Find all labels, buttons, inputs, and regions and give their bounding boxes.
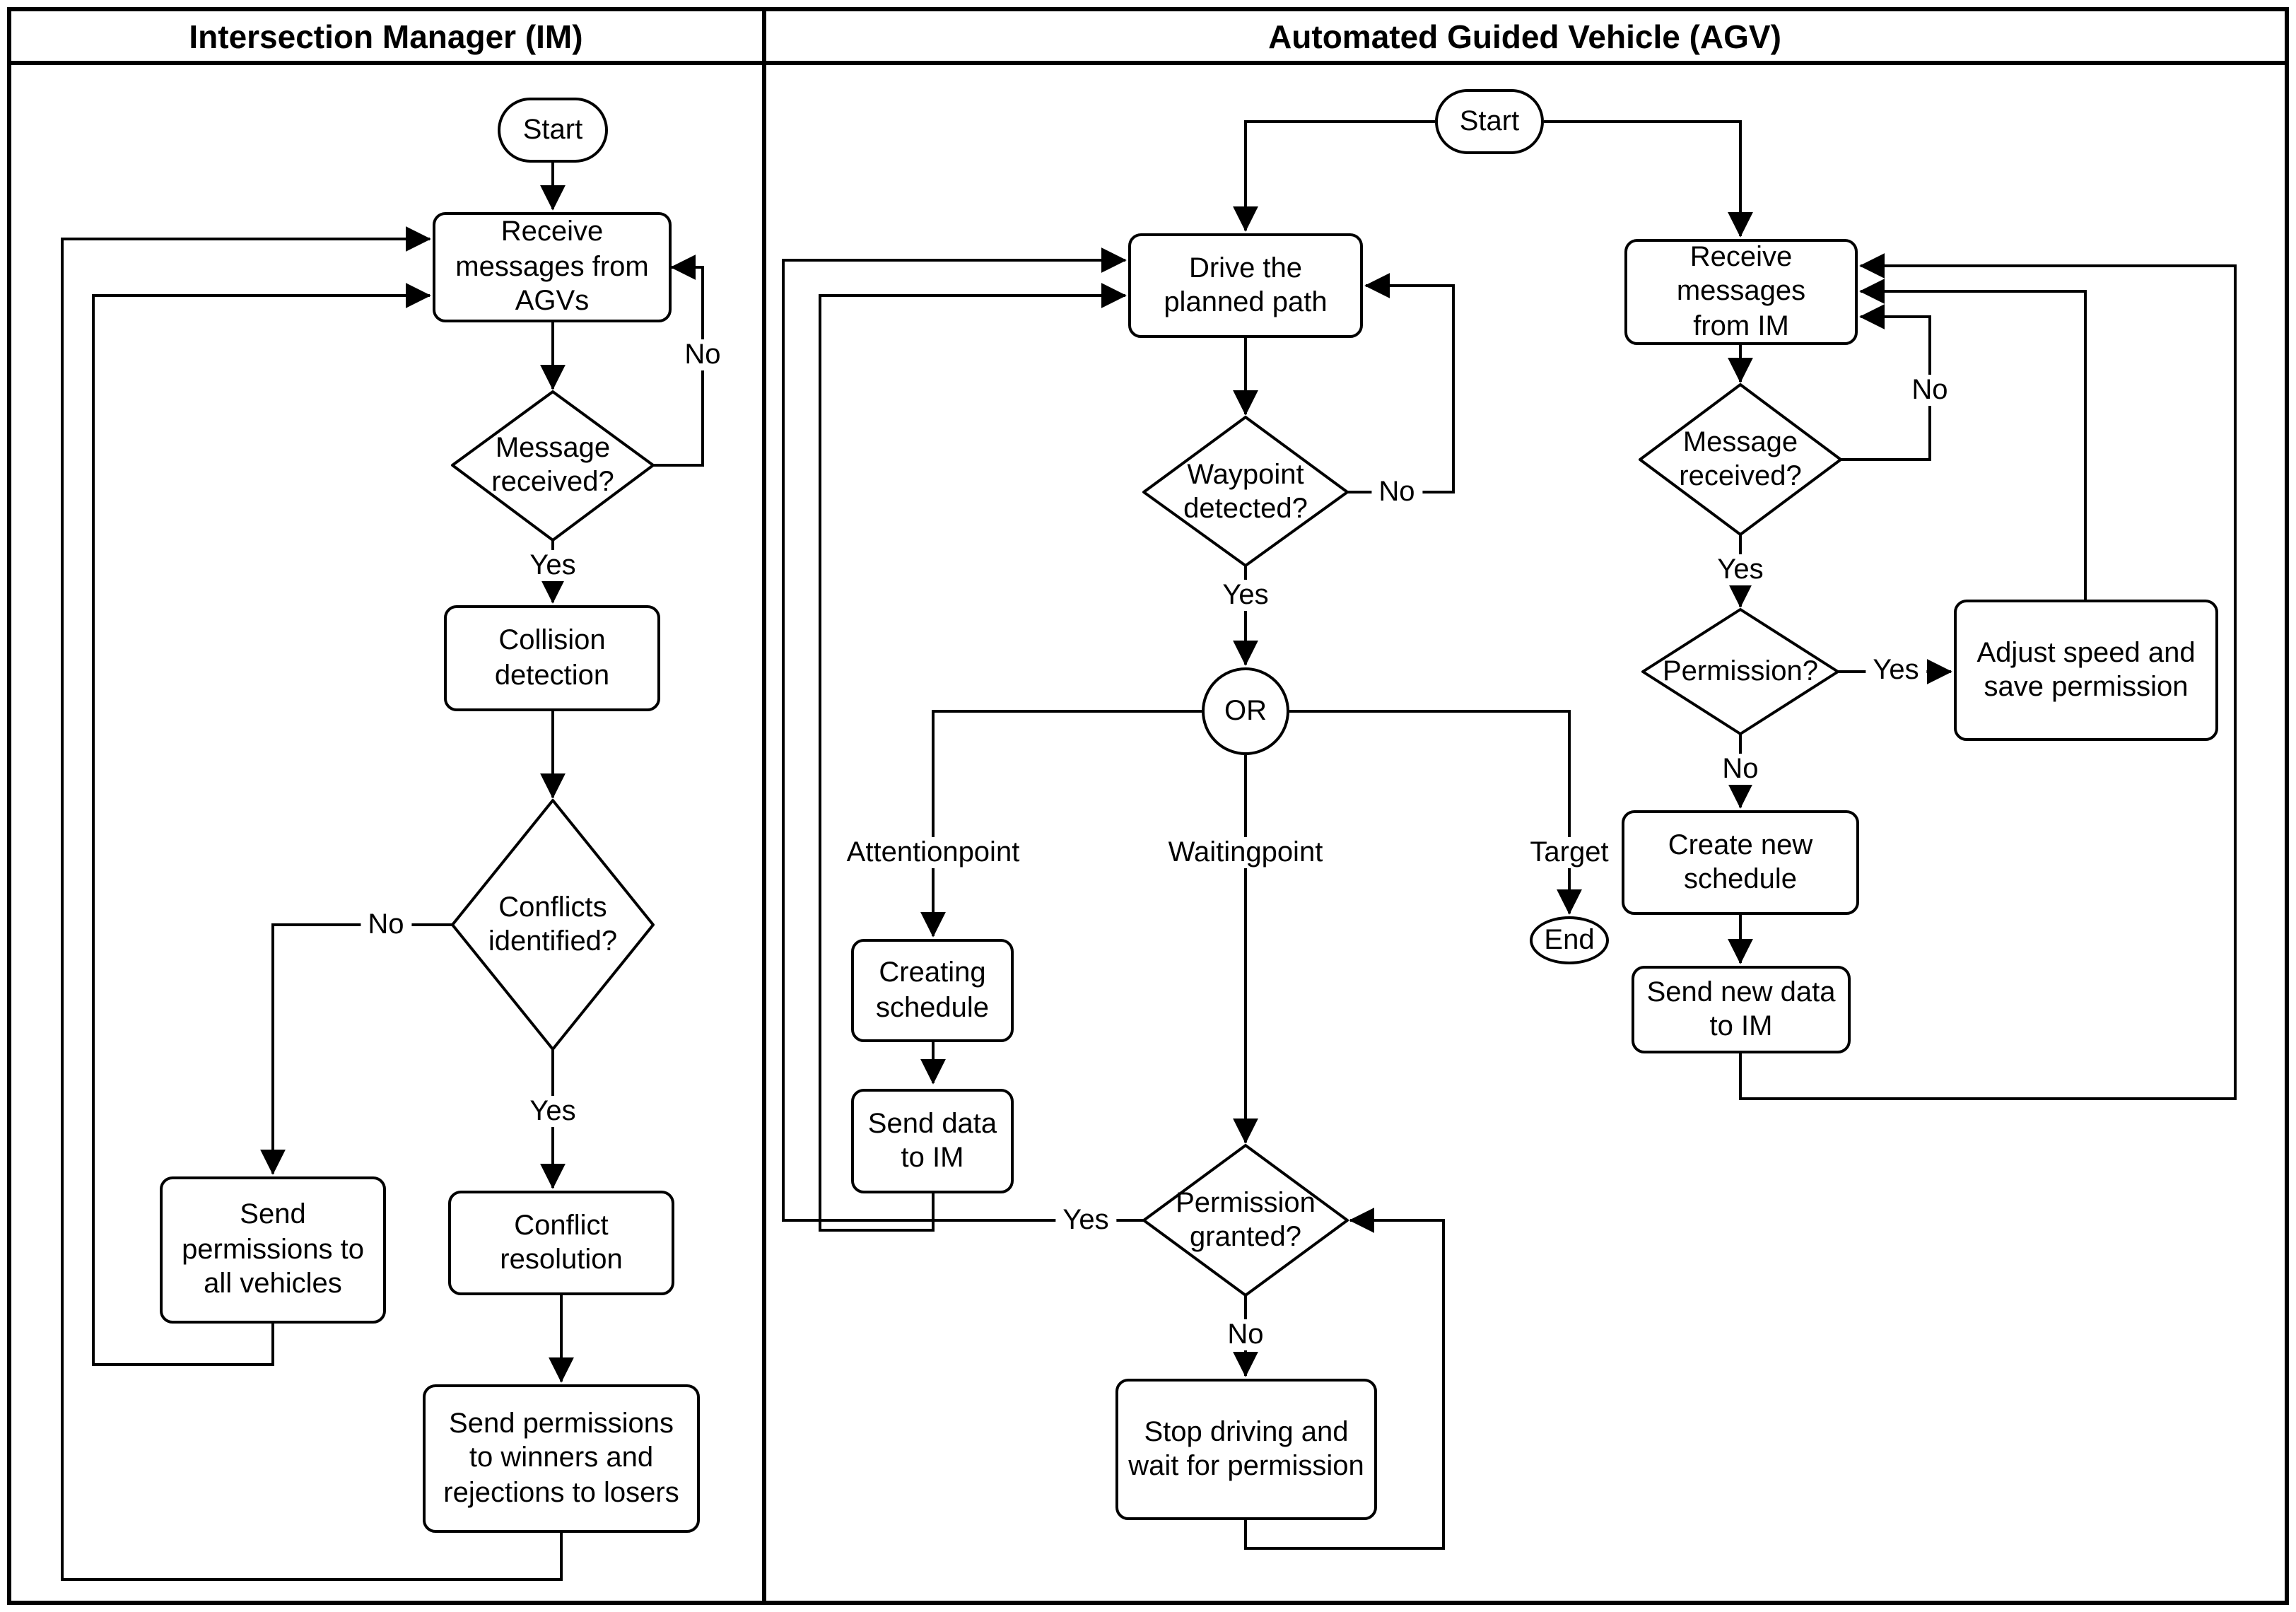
edge-agv-start-to-drive: [1233, 120, 1435, 232]
agv-attentionpoint-label: Attentionpoint: [839, 837, 1027, 868]
agv-message-yes-label: Yes: [1710, 554, 1771, 585]
im-conflict-resolution-node: Conflict resolution: [448, 1191, 674, 1295]
edge-agv-stop-loop: [1244, 1208, 1445, 1550]
agv-or-label: OR: [1224, 695, 1267, 727]
agv-permission-granted-diamond: [1142, 1144, 1349, 1297]
agv-end-node: End: [1530, 916, 1609, 964]
lane-header-im: Intersection Manager (IM): [11, 13, 761, 61]
agv-or-connector: OR: [1202, 667, 1289, 755]
im-message-yes-label: Yes: [522, 550, 583, 581]
edge-agv-waypoint-no-loop: [1347, 273, 1455, 493]
agv-creating-schedule-node: Creating schedule: [851, 939, 1014, 1042]
edge-im-send-all-loop: [92, 283, 431, 1366]
lane-header-im-title: Intersection Manager (IM): [189, 18, 583, 54]
agv-waypoint-detected-diamond: [1142, 416, 1349, 567]
im-send-permissions-winners-label: Send permissions to winners and rejectio…: [443, 1408, 679, 1509]
agv-permission-granted-label: Permission granted?: [1176, 1187, 1316, 1253]
agv-receive-messages-label: Receive messages from IM: [1676, 241, 1806, 342]
im-collision-detection-node: Collision detection: [444, 605, 660, 711]
agv-adjust-speed-node: Adjust speed and save permission: [1954, 600, 2218, 741]
agv-end-label: End: [1544, 924, 1595, 956]
edge-im-conflicts-no: [260, 923, 452, 1175]
im-send-permissions-all-label: Send permissions to all vehicles: [182, 1199, 364, 1300]
im-message-received-diamond: [451, 390, 655, 542]
edge-agv-granted-yes-loop: [782, 247, 1144, 1222]
agv-granted-no-label: No: [1220, 1319, 1271, 1350]
lane-header-agv: Automated Guided Vehicle (AGV): [766, 13, 2283, 61]
edge-agv-adjust-loop: [1859, 279, 2087, 600]
agv-send-new-data-label: Send new data to IM: [1646, 976, 1836, 1042]
im-conflicts-yes-label: Yes: [522, 1096, 583, 1127]
lane-header-agv-title: Automated Guided Vehicle (AGV): [1268, 18, 1781, 54]
im-receive-messages-node: Receive messages from AGVs: [433, 212, 672, 322]
agv-message-received-diamond: [1639, 383, 1842, 536]
im-conflicts-identified-diamond: [451, 799, 655, 1051]
agv-message-received-label: Message received?: [1679, 426, 1802, 492]
agv-message-no-label: No: [1904, 375, 1955, 406]
agv-create-new-schedule-node: Create new schedule: [1622, 810, 1859, 915]
agv-creating-schedule-label: Creating schedule: [875, 957, 990, 1023]
agv-waypoint-detected-label: Waypoint detected?: [1183, 459, 1308, 525]
im-receive-messages-label: Receive messages from AGVs: [455, 216, 649, 317]
im-send-permissions-all-node: Send permissions to all vehicles: [160, 1176, 386, 1324]
agv-start-label: Start: [1459, 105, 1520, 137]
agv-stop-driving-label: Stop driving and wait for permission: [1128, 1416, 1364, 1482]
agv-stop-driving-node: Stop driving and wait for permission: [1115, 1379, 1377, 1520]
im-send-permissions-winners-node: Send permissions to winners and rejectio…: [423, 1384, 700, 1533]
agv-create-new-schedule-label: Create new schedule: [1668, 829, 1813, 895]
im-conflicts-no-label: No: [361, 909, 411, 940]
agv-drive-node: Drive the planned path: [1128, 233, 1363, 338]
im-conflict-resolution-label: Conflict resolution: [500, 1210, 623, 1275]
agv-start-node: Start: [1435, 89, 1544, 154]
agv-receive-messages-node: Receive messages from IM: [1624, 239, 1858, 345]
edge-agv-sendnew-loop: [1739, 253, 2237, 1100]
agv-send-data-node: Send data to IM: [851, 1089, 1014, 1193]
edge-agv-or-attentionpoint: [920, 710, 1202, 938]
im-conflicts-identified-label: Conflicts identified?: [488, 892, 618, 957]
agv-target-label: Target: [1523, 837, 1616, 868]
agv-send-new-data-node: Send new data to IM: [1632, 966, 1851, 1053]
agv-permission-no-label: No: [1715, 754, 1766, 785]
agv-permission-yes-label: Yes: [1866, 655, 1926, 686]
agv-waitingpoint-label: Waitingpoint: [1161, 837, 1330, 868]
im-message-no-label: No: [677, 339, 728, 370]
agv-waypoint-yes-label: Yes: [1215, 580, 1276, 611]
agv-granted-yes-label: Yes: [1055, 1205, 1116, 1236]
agv-drive-label: Drive the planned path: [1164, 252, 1328, 318]
edge-agv-or-target: [1289, 710, 1582, 915]
agv-permission-diamond: [1641, 608, 1839, 735]
agv-adjust-speed-label: Adjust speed and save permission: [1976, 637, 2196, 703]
edge-agv-start-to-receive: [1544, 120, 1753, 238]
agv-send-data-label: Send data to IM: [867, 1108, 997, 1174]
im-start-node: Start: [498, 98, 608, 163]
outer-border: [7, 7, 2289, 1605]
im-start-label: Start: [522, 114, 583, 146]
im-message-received-label: Message received?: [491, 432, 614, 498]
edge-agv-senddata-loop: [819, 283, 1127, 1232]
agv-permission-label: Permission?: [1662, 655, 1819, 687]
edge-im-winners-loop: [61, 226, 563, 1581]
im-collision-detection-label: Collision detection: [494, 625, 610, 691]
agv-waypoint-no-label: No: [1371, 477, 1422, 508]
